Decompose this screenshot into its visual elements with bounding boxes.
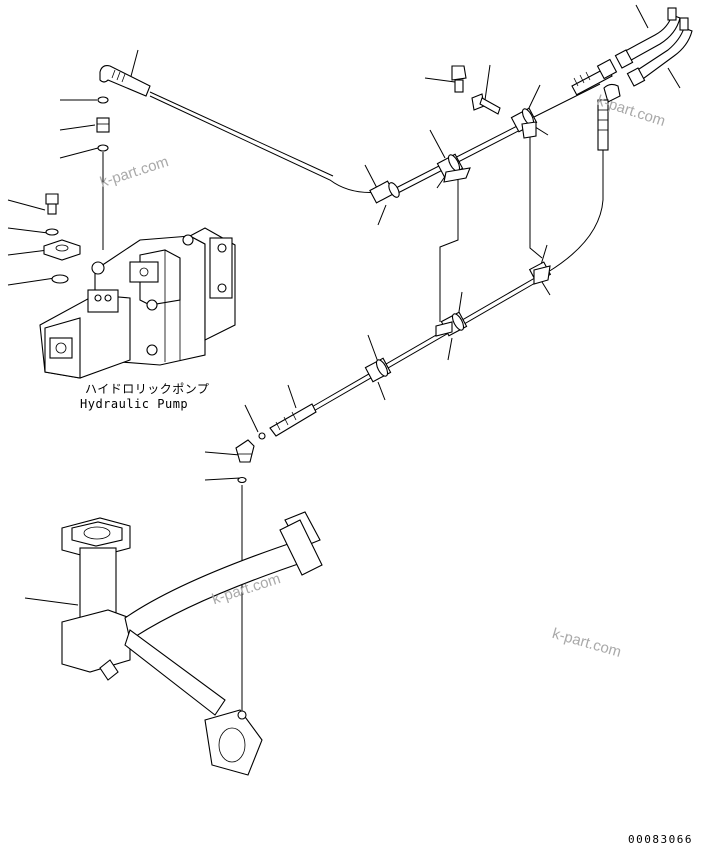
- upper-right-fitting: [571, 58, 618, 96]
- upper-hose-fitting: [99, 65, 151, 97]
- elbow-fitting-upper: [96, 117, 110, 133]
- pump-label-japanese: ハイドロリックポンプ: [85, 382, 210, 396]
- clamp-bolt-side: [471, 93, 501, 115]
- hose-pair-top-right: [614, 7, 693, 87]
- lower-hose-fitting: [269, 403, 317, 437]
- split-flange: [43, 239, 81, 261]
- right-hose-end: [597, 83, 621, 151]
- o-ring-bottom: [237, 476, 247, 484]
- clamp-5: [435, 311, 468, 337]
- clamp-6: [364, 357, 392, 383]
- clamp-bolt-upper: [451, 65, 467, 93]
- o-ring-lower: [97, 144, 109, 152]
- suction-pipe: [61, 511, 323, 776]
- leader-lines: [7, 4, 681, 606]
- pump-label-english: Hydraulic Pump: [80, 397, 189, 411]
- o-ring-upper: [97, 96, 109, 104]
- clamp-2: [436, 153, 471, 183]
- drawing-number: 00083066: [628, 833, 693, 846]
- flange-bolt: [45, 193, 59, 215]
- o-ring-lower-fitting: [258, 432, 266, 440]
- clamp-4: [528, 261, 552, 285]
- clamp-1: [369, 180, 400, 204]
- hose-lines: [102, 83, 604, 712]
- clamp-3: [510, 107, 538, 139]
- flange-o-ring: [51, 274, 69, 284]
- elbow-fitting-lower: [235, 439, 255, 463]
- hydraulic-pump: [39, 227, 236, 379]
- spring-washer: [45, 228, 59, 236]
